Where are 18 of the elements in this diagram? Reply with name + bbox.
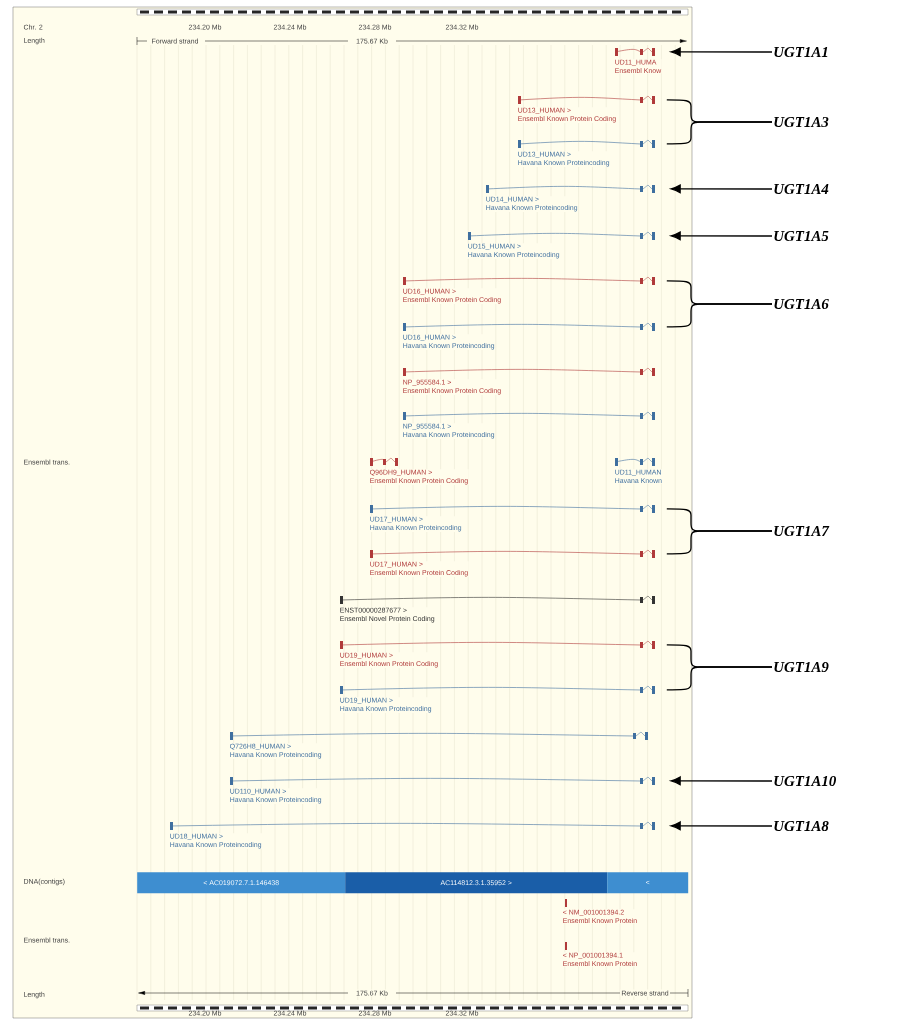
arrow [670, 821, 773, 831]
gene-name: UGT1A10 [774, 775, 836, 787]
gene-name: UGT1A4 [774, 184, 829, 194]
arrow [670, 776, 773, 786]
arrow [670, 184, 773, 194]
gene-name: UGT1A1 [774, 47, 828, 57]
gene-name: UGT1A8 [774, 820, 829, 832]
gene-name: UGT1A7 [774, 526, 830, 536]
gene-name: UGT1A5 [774, 231, 829, 241]
arrow [670, 231, 773, 241]
arrow [670, 47, 773, 57]
bracket-connector [666, 666, 773, 691]
bracket-connector [666, 303, 773, 328]
gene-name: UGT1A6 [774, 299, 829, 309]
gene-name: UGT1A3 [774, 117, 829, 128]
bracket-connector [666, 121, 773, 145]
gene-name: UGT1A9 [774, 662, 829, 672]
bracket-connector [666, 530, 773, 555]
